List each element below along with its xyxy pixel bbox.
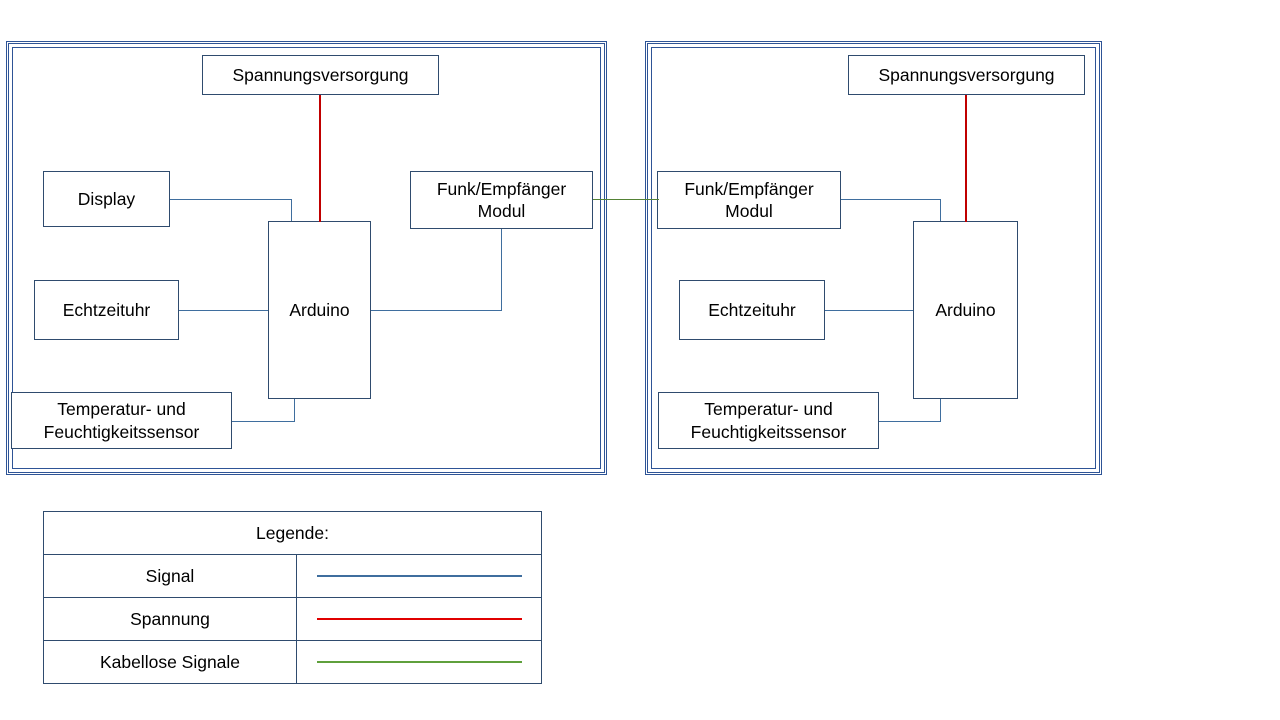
left-sensor-wire-vertical <box>294 399 295 422</box>
left-radio-module-label-line2: Modul <box>477 201 526 221</box>
right-radio-module-label-line1: Funk/Empfänger <box>684 178 814 199</box>
legend-swatch-cell-signal <box>296 554 542 598</box>
left-arduino-box[interactable]: Arduino <box>268 221 371 399</box>
right-arduino-box[interactable]: Arduino <box>913 221 1018 399</box>
left-arduino-label: Arduino <box>289 299 350 320</box>
right-radio-module-box[interactable]: Funk/Empfänger Modul <box>657 171 841 229</box>
left-sensor-box[interactable]: Temperatur- und Feuchtigkeitssensor <box>11 392 232 449</box>
right-sensor-wire-vertical <box>940 399 941 422</box>
right-sensor-label-line2: Feuchtigkeitssensor <box>690 421 847 442</box>
legend-swatch-cell-kabellose-signale <box>296 640 542 684</box>
legend-swatch-spannung <box>316 618 522 620</box>
left-display-wire-vertical <box>291 199 292 222</box>
left-rtc-box[interactable]: Echtzeituhr <box>34 280 179 340</box>
right-arduino-label: Arduino <box>935 299 996 320</box>
right-sensor-wire-horizontal <box>879 421 941 422</box>
left-radio-wire-vertical <box>501 229 502 311</box>
right-radio-module-label-line2: Modul <box>725 201 773 221</box>
legend-title: Legende: <box>43 511 542 555</box>
left-sensor-wire-horizontal <box>232 421 295 422</box>
left-power-supply-box[interactable]: Spannungsversorgung <box>202 55 439 95</box>
right-power-supply-box[interactable]: Spannungsversorgung <box>848 55 1085 95</box>
right-sensor-box[interactable]: Temperatur- und Feuchtigkeitssensor <box>658 392 879 449</box>
right-radio-wire-horizontal <box>841 199 941 200</box>
legend-row-kabellose-signale: Kabellose Signale <box>43 640 542 684</box>
left-power-wire <box>319 95 321 222</box>
right-power-wire <box>965 95 967 222</box>
left-display-label: Display <box>77 188 136 209</box>
left-display-box[interactable]: Display <box>43 171 170 227</box>
left-radio-wire-horizontal <box>371 310 502 311</box>
left-sensor-label-line1: Temperatur- und <box>57 399 186 420</box>
left-radio-module-box[interactable]: Funk/Empfänger Modul <box>410 171 593 229</box>
legend-row-signal: Signal <box>43 554 542 598</box>
legend-swatch-kabellose-signale <box>316 661 522 663</box>
legend-label-spannung: Spannung <box>43 597 297 641</box>
right-rtc-box[interactable]: Echtzeituhr <box>679 280 825 340</box>
right-power-supply-label: Spannungsversorgung <box>878 64 1055 85</box>
right-rtc-wire <box>825 310 914 311</box>
left-power-supply-label: Spannungsversorgung <box>232 64 409 85</box>
legend-title-row: Legende: <box>43 511 542 555</box>
legend-table: Legende: Signal Spannung Kabellose Signa… <box>43 511 542 684</box>
legend-swatch-cell-spannung <box>296 597 542 641</box>
right-radio-wire-vertical <box>940 199 941 222</box>
wireless-link-between-stations <box>593 199 659 200</box>
legend-row-spannung: Spannung <box>43 597 542 641</box>
left-radio-module-label-line1: Funk/Empfänger <box>436 178 567 199</box>
legend-label-signal: Signal <box>43 554 297 598</box>
right-sensor-label-line1: Temperatur- und <box>704 399 833 420</box>
left-display-wire-horizontal <box>170 199 292 200</box>
right-rtc-label: Echtzeituhr <box>708 299 796 320</box>
legend-label-kabellose-signale: Kabellose Signale <box>43 640 297 684</box>
legend-swatch-signal <box>316 575 522 577</box>
left-rtc-label: Echtzeituhr <box>62 299 151 320</box>
left-rtc-wire <box>179 310 269 311</box>
left-sensor-label-line2: Feuchtigkeitssensor <box>43 421 200 442</box>
